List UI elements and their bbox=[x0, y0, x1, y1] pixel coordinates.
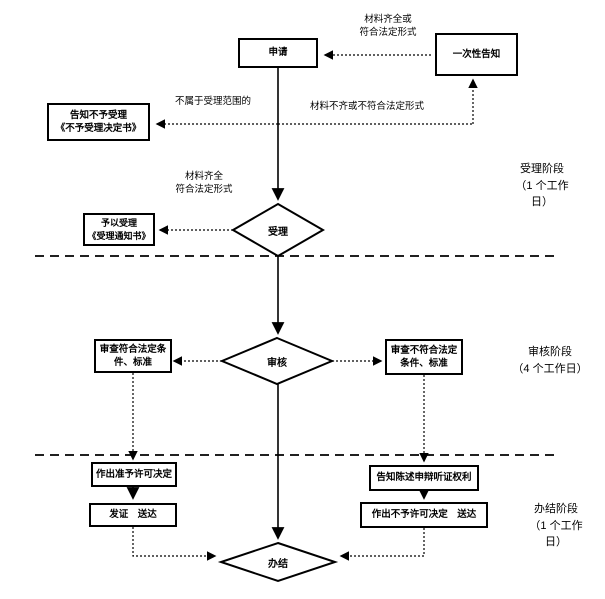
node-deny-decision: 作出不予许可决定 送达 bbox=[360, 502, 488, 528]
node-one-time-notice-label: 一次性告知 bbox=[452, 48, 501, 60]
node-inform-rights: 告知陈述申辩听证权利 bbox=[369, 465, 479, 491]
node-review-fail-line1: 审查不符合法定 bbox=[390, 344, 458, 356]
node-accept-line1: 予以受理 bbox=[100, 217, 137, 228]
stage-label-completion: 办结阶段 （1 个工作 日） bbox=[529, 503, 583, 548]
connector-deny-to-finish bbox=[339, 528, 425, 561]
decision-review-check-label: 审核 bbox=[267, 358, 287, 369]
decision-finish-label: 办结 bbox=[268, 559, 288, 570]
stage-label-review: 审核阶段 （4 个工作日） bbox=[512, 346, 588, 375]
node-review-pass: 审查符合法定条 件、标准 bbox=[94, 339, 172, 373]
decision-accept-check-shape bbox=[231, 202, 325, 258]
connector-issue-to-finish bbox=[132, 527, 217, 561]
node-apply: 申请 bbox=[238, 38, 318, 68]
node-accept: 予以受理 《受理通知书》 bbox=[83, 213, 155, 246]
edge-label-complete-or-legal: 材料齐全或 符合法定形式 bbox=[359, 14, 417, 38]
edge-label-incomplete-or-illegal: 材料不齐或不符合法定形式 bbox=[309, 101, 424, 112]
stage-label-acceptance: 受理阶段 （1 个工作 日） bbox=[515, 163, 569, 208]
node-issue-deliver: 发证 送达 bbox=[89, 503, 177, 527]
node-review-fail-line2: 条件、标准 bbox=[400, 358, 448, 369]
node-reject-notice: 告知不予受理 《不予受理决定书》 bbox=[47, 103, 150, 141]
decision-finish-shape bbox=[217, 541, 339, 583]
node-review-pass-line1: 审查符合法定条 bbox=[99, 343, 167, 355]
node-review-fail: 审查不符合法定 条件、标准 bbox=[385, 339, 463, 375]
node-inform-rights-label: 告知陈述申辩听证权利 bbox=[376, 472, 472, 484]
node-reject-notice-line2: 《不予受理决定书》 bbox=[55, 123, 142, 134]
node-review-pass-line2: 件、标准 bbox=[113, 357, 152, 368]
node-accept-line2: 《受理通知书》 bbox=[87, 230, 151, 241]
node-apply-label: 申请 bbox=[268, 47, 288, 59]
node-grant-decision-label: 作出准予许可决定 bbox=[95, 468, 172, 480]
node-one-time-notice: 一次性告知 bbox=[435, 33, 518, 76]
edge-label-out-of-scope: 不属于受理范围的 bbox=[174, 96, 251, 107]
node-grant-decision: 作出准予许可决定 bbox=[91, 462, 177, 487]
node-deny-decision-label: 作出不予许可决定 送达 bbox=[371, 509, 477, 521]
decision-accept-check-label: 受理 bbox=[268, 227, 288, 238]
node-issue-deliver-label: 发证 送达 bbox=[109, 509, 157, 521]
node-reject-notice-line1: 告知不予受理 bbox=[69, 109, 127, 121]
edge-label-complete-legal: 材料齐全 符合法定形式 bbox=[175, 171, 233, 195]
decision-review-check-shape bbox=[219, 336, 335, 386]
